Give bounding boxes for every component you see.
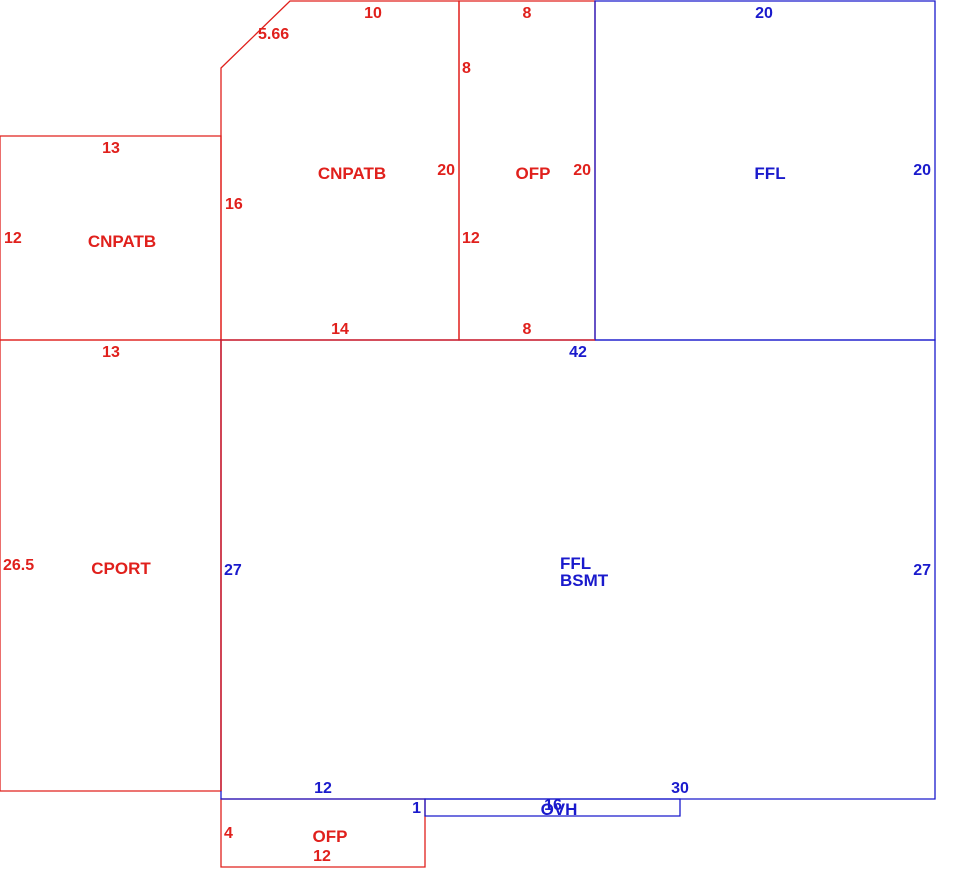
area-label-ffl-top: FFL	[754, 164, 785, 183]
dim-ffl-bsmt-left: 27	[224, 562, 242, 579]
dim-cnpatb-main-top: 10	[364, 5, 382, 22]
dim-ffl-bsmt-top: 42	[569, 344, 587, 361]
dim-ffl-bsmt-bottom-a: 12	[314, 780, 332, 797]
dim-ffl-top-top: 20	[755, 5, 773, 22]
dim-cnpatb-main-diag: 5.66	[258, 26, 289, 43]
dim-ofp-bottom-left: 4	[224, 825, 233, 842]
dim-ffl-top-right: 20	[913, 162, 931, 179]
dim-cport-left: 26.5	[3, 557, 34, 574]
area-label-cnpatb-main: CNPATB	[318, 164, 386, 183]
dim-ffl-bsmt-bottom-b: 30	[671, 780, 689, 797]
dim-cnpatb-main-left: 16	[225, 196, 243, 213]
area-label-ffl-bsmt-line2: BSMT	[560, 571, 609, 590]
dim-ffl-bsmt-right: 27	[913, 562, 931, 579]
area-label-cnpatb-left: CNPATB	[88, 232, 156, 251]
area-label-ofp-bottom: OFP	[313, 827, 348, 846]
dim-ovh-left: 1	[412, 800, 421, 817]
dim-cport-top: 13	[102, 344, 120, 361]
dim-cnpatb-main-bottom: 14	[331, 321, 349, 338]
area-label-ofp-top: OFP	[516, 164, 551, 183]
area-label-ffl-bsmt-line1: FFL	[560, 554, 591, 573]
dim-ofp-top-right: 20	[573, 162, 591, 179]
dim-ofp-top-bottom: 8	[523, 321, 532, 338]
dim-ofp-bottom-bottom: 12	[313, 848, 331, 865]
dim-ofp-top-top: 8	[523, 5, 532, 22]
dim-cnpatb-main-right: 20	[437, 162, 455, 179]
dim-ofp-top-left-b: 12	[462, 230, 480, 247]
dim-cnpatb-left-top: 13	[102, 140, 120, 157]
dim-ofp-top-left-a: 8	[462, 60, 471, 77]
dim-cnpatb-left-left: 12	[4, 230, 22, 247]
area-label-cport: CPORT	[91, 559, 151, 578]
ovh-outline	[424, 798, 681, 817]
dim-ovh-top: 16	[544, 797, 562, 814]
area-label-ovh: OVH	[541, 800, 578, 819]
